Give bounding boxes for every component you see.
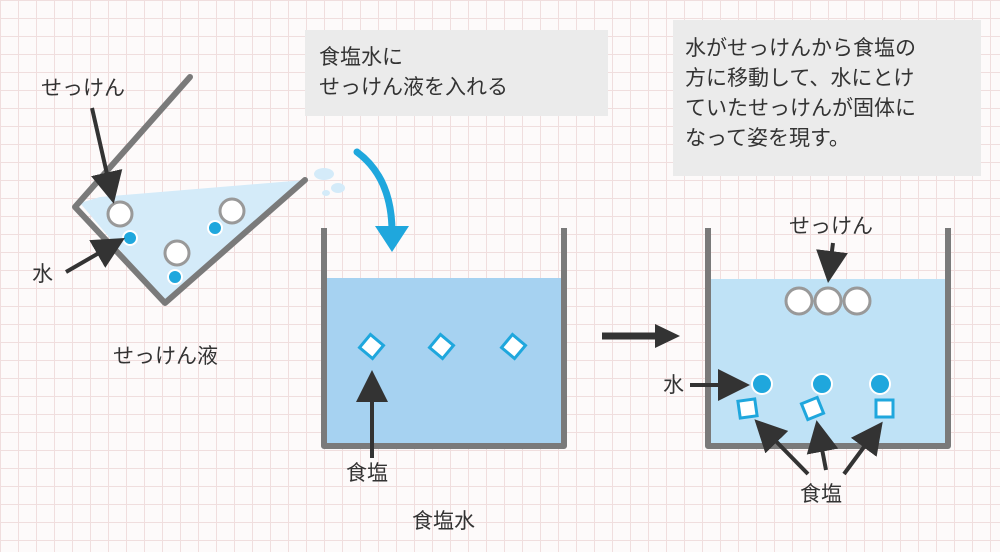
pour-arrow xyxy=(353,148,409,252)
soap-particle xyxy=(106,200,134,228)
transition-arrow xyxy=(602,324,680,348)
water-particle xyxy=(207,220,223,236)
result-beaker xyxy=(690,228,951,476)
result-water-label: 水 xyxy=(663,373,684,397)
flask-soap-label: せっけん xyxy=(41,76,125,100)
salt-water-beaker xyxy=(321,228,567,458)
result-salt-label: 食塩 xyxy=(800,482,842,506)
salt-pointer-arrow xyxy=(754,419,810,476)
salt-crystal xyxy=(799,395,826,422)
water-particle xyxy=(751,373,773,395)
salt-crystal xyxy=(357,332,386,361)
soap-particle xyxy=(163,239,191,267)
soap-pointer-arrow xyxy=(816,242,848,283)
water-particle xyxy=(811,373,833,395)
soap-solid xyxy=(842,286,872,316)
soap-solution-caption: せっけん液 xyxy=(113,344,218,368)
step-description-box: 食塩水に せっけん液を入れる xyxy=(305,30,608,116)
soap-solid xyxy=(813,286,843,316)
pour-splash xyxy=(314,168,345,196)
soap-solution-liquid xyxy=(80,180,305,303)
salt-crystal xyxy=(736,397,759,420)
salt-crystal xyxy=(874,398,895,419)
water-particle xyxy=(167,269,183,285)
water-particle xyxy=(869,373,891,395)
water-particle xyxy=(122,230,138,246)
soap-solid xyxy=(784,286,814,316)
soap-solution-flask xyxy=(65,74,308,306)
salt-water-liquid xyxy=(324,278,564,446)
soap-particle xyxy=(218,197,246,225)
result-description-box: 水がせっけんから食塩の 方に移動して、水にとけ ていたせっけんが固体に なって姿… xyxy=(673,20,981,176)
salt-pointer-arrow xyxy=(842,421,883,476)
water-pointer-arrow xyxy=(65,238,125,274)
beaker-wall xyxy=(321,228,567,449)
salt-pointer-arrow xyxy=(806,420,839,471)
result-soap-label: せっけん xyxy=(789,214,873,238)
flask-water-label: 水 xyxy=(32,262,53,286)
salt-crystal xyxy=(499,332,528,361)
salt-crystal xyxy=(427,332,456,361)
soap-pointer-arrow xyxy=(90,107,123,204)
salt-water-caption: 食塩水 xyxy=(412,509,475,533)
salt-label: 食塩 xyxy=(346,461,388,485)
